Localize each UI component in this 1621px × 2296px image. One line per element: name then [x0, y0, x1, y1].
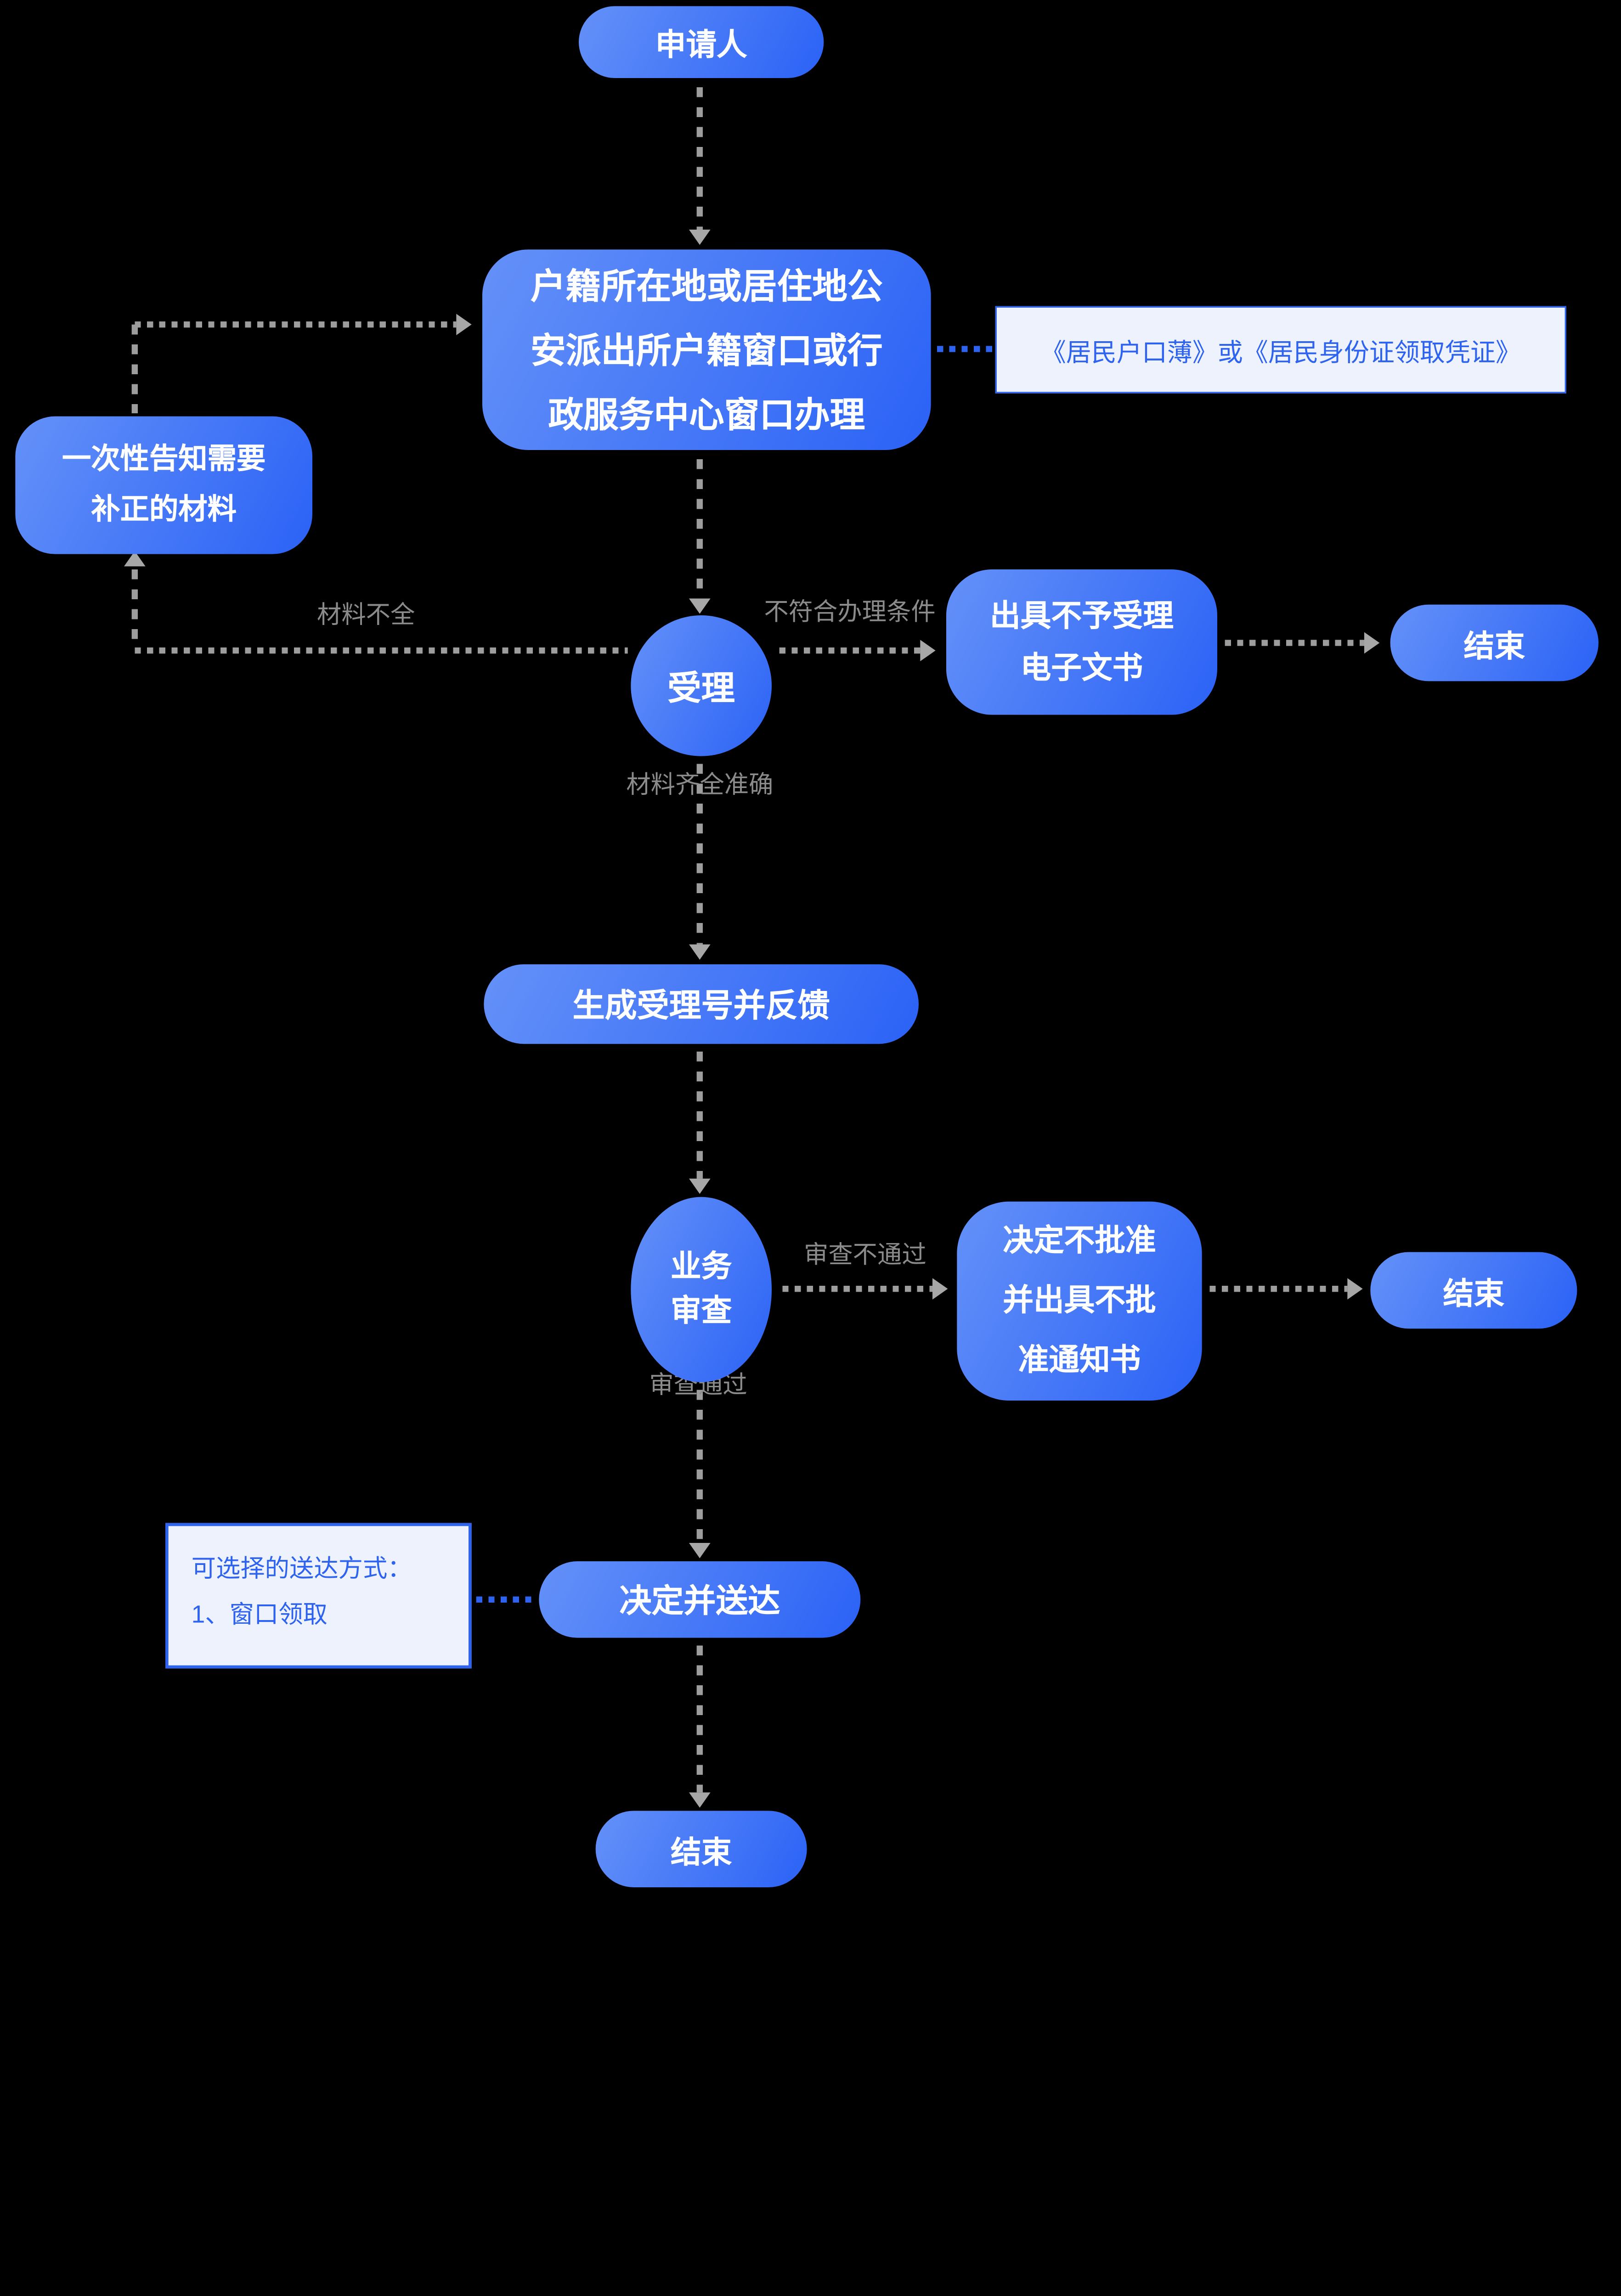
node-end-1: 结束 [1390, 604, 1598, 681]
node-notify-line1: 一次性告知需要 [62, 444, 266, 476]
arrowhead-down-icon [689, 598, 711, 614]
connector-accept-generate [696, 764, 702, 945]
arrowhead-right-icon [920, 640, 936, 661]
node-generate-number: 生成受理号并反馈 [484, 964, 919, 1044]
connector-office-accept [696, 459, 702, 602]
node-review-line1: 业务 [670, 1249, 732, 1283]
node-disapprove: 决定不批准 并出具不批 准通知书 [957, 1201, 1202, 1401]
arrowhead-down-icon [689, 1792, 711, 1808]
node-office-line2: 安派出所户籍窗口或行 [530, 330, 883, 370]
node-applicant-label: 申请人 [655, 29, 747, 63]
connector-accept-notify-horizontal [135, 647, 628, 653]
node-end-1-label: 结束 [1463, 630, 1525, 664]
node-reject-document: 出具不予受理 电子文书 [946, 569, 1217, 715]
node-decide-deliver-label: 决定并送达 [619, 1584, 780, 1620]
node-notify-line2: 补正的材料 [91, 494, 237, 527]
annotation-documents: 《居民户口薄》或《居民身份证领取凭证》 [995, 306, 1566, 394]
connector-notify-office-vertical [131, 324, 137, 413]
node-accept: 受理 [631, 615, 772, 756]
connector-review-decide [696, 1390, 702, 1543]
node-applicant: 申请人 [578, 6, 824, 78]
node-end-2: 结束 [1370, 1252, 1577, 1329]
node-disapprove-line2: 并出具不批 [1003, 1283, 1156, 1317]
node-office-line3: 政服务中心窗口办理 [548, 394, 865, 434]
edge-label-not-qualified: 不符合办理条件 [764, 600, 936, 626]
node-disapprove-line3: 准通知书 [1018, 1343, 1141, 1377]
connector-generate-review [696, 1051, 702, 1179]
node-notify-correction: 一次性告知需要 补正的材料 [15, 416, 312, 554]
connector-notify-office-horizontal [135, 321, 457, 327]
connector-rejectdoc-end [1225, 640, 1364, 645]
arrowhead-right-icon [456, 314, 472, 335]
annotation-delivery-options: 可选择的送达方式： 1、窗口领取 [165, 1523, 472, 1669]
node-end-3: 结束 [595, 1811, 807, 1887]
arrowhead-right-icon [1364, 632, 1380, 654]
connector-decide-end [696, 1645, 702, 1793]
connector-applicant-office [696, 87, 702, 230]
arrowhead-down-icon [689, 1178, 711, 1194]
annotation-delivery-line1: 可选择的送达方式： [191, 1556, 412, 1583]
node-reject-line1: 出具不予受理 [989, 599, 1174, 633]
connector-review-disapprove [782, 1285, 932, 1291]
edge-label-complete: 材料齐全准确 [626, 773, 774, 799]
arrowhead-down-icon [689, 229, 711, 245]
arrowhead-down-icon [689, 1542, 711, 1559]
node-review-line2: 审查 [670, 1294, 732, 1328]
edge-label-incomplete: 材料不全 [316, 603, 415, 629]
node-disapprove-line1: 决定不批准 [1003, 1223, 1156, 1258]
connector-deliverynote-decide [476, 1596, 536, 1602]
arrowhead-right-icon [1347, 1278, 1363, 1300]
node-office-line1: 户籍所在地或居住地公 [530, 265, 883, 305]
node-decide-deliver: 决定并送达 [539, 1561, 861, 1638]
connector-accept-notify-vertical [131, 569, 137, 649]
node-office: 户籍所在地或居住地公 安派出所户籍窗口或行 政服务中心窗口办理 [482, 249, 931, 450]
annotation-documents-label: 《居民户口薄》或《居民身份证领取凭证》 [1040, 339, 1521, 367]
node-end-2-label: 结束 [1443, 1277, 1504, 1311]
edge-label-review-fail: 审查不通过 [803, 1243, 926, 1269]
annotation-delivery-line2: 1、窗口领取 [191, 1602, 328, 1629]
node-accept-label: 受理 [667, 669, 735, 707]
node-end-3-label: 结束 [670, 1836, 732, 1870]
node-reject-line2: 电子文书 [1020, 651, 1143, 685]
node-business-review: 业务 审查 [631, 1197, 772, 1382]
node-generate-label: 生成受理号并反馈 [572, 989, 830, 1024]
connector-office-documents-note [937, 346, 992, 351]
connector-accept-rejectdoc [779, 647, 921, 653]
arrowhead-down-icon [689, 944, 711, 960]
connector-disapprove-end [1209, 1285, 1348, 1291]
arrowhead-right-icon [932, 1278, 948, 1300]
